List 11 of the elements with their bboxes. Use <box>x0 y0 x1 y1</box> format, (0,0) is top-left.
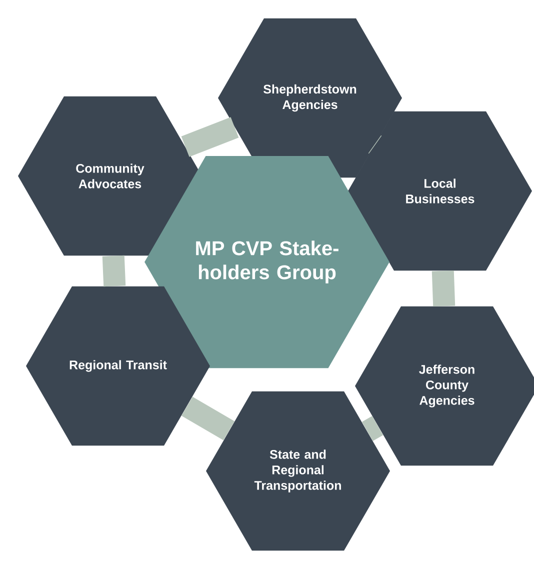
hexagon: Regional Transit <box>26 286 210 446</box>
hexagon: State and Regional Transportation <box>206 391 390 551</box>
connector-band <box>362 416 384 441</box>
connector-band <box>181 117 239 157</box>
connector-band <box>102 255 126 287</box>
hexagon: Shepherdstown Agencies <box>218 18 402 178</box>
connector-band <box>368 135 382 154</box>
hexagon: Jefferson County Agencies <box>355 306 534 466</box>
connector-band <box>181 396 235 440</box>
connector-band <box>432 270 456 306</box>
hexagon: Local Businesses <box>348 111 532 271</box>
